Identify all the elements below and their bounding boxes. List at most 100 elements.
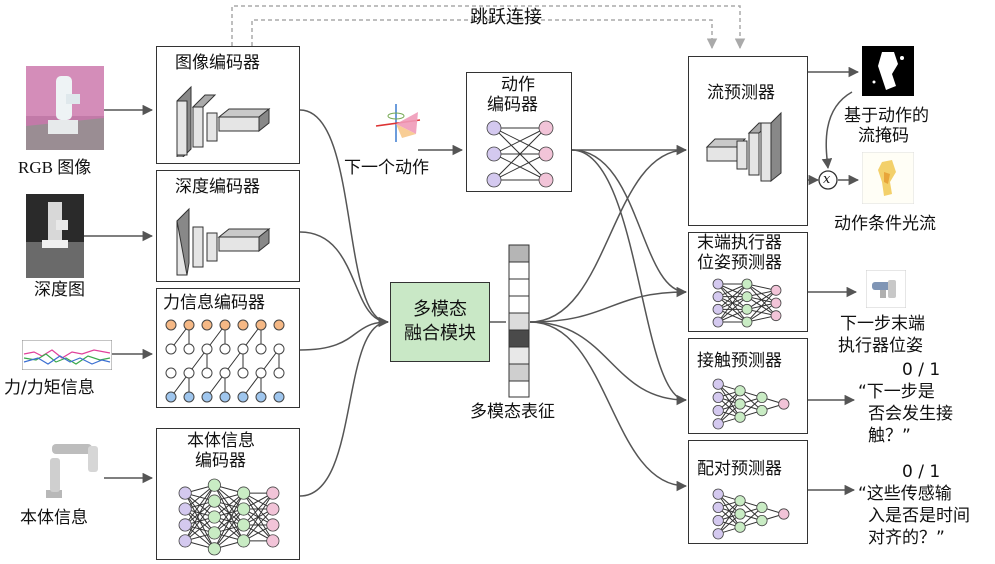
tcn-node bbox=[183, 367, 195, 379]
mlp-edge bbox=[243, 492, 274, 542]
ee-pose-thumbnail bbox=[866, 270, 906, 308]
tcn-node bbox=[255, 391, 267, 403]
force-signal-thumbnail bbox=[22, 340, 112, 370]
cnn-layers-icon bbox=[176, 207, 271, 276]
mlp-edge bbox=[717, 296, 748, 323]
mlp-node bbox=[734, 521, 746, 533]
tcn-node bbox=[237, 319, 249, 331]
tcn-node bbox=[255, 319, 267, 331]
tcn-node bbox=[219, 367, 231, 379]
mlp-edge bbox=[243, 508, 274, 542]
mlp-node bbox=[207, 494, 221, 508]
pair-output-value: 0 / 1 bbox=[902, 462, 941, 482]
mlp-node bbox=[734, 495, 746, 507]
mlp-node bbox=[207, 526, 221, 540]
ee-predictor-label-2: 位姿预测器 bbox=[697, 253, 782, 273]
mlp-node bbox=[712, 515, 724, 527]
cnn-layers-icon bbox=[705, 111, 782, 183]
mlp-edge bbox=[746, 289, 777, 323]
fusion-module-box: 多模态 融合模块 bbox=[390, 282, 490, 362]
flow-predictor-box: 流预测器 bbox=[688, 56, 808, 226]
tcn-node bbox=[201, 343, 213, 355]
tcn-node bbox=[201, 319, 213, 331]
mlp-node bbox=[712, 303, 724, 315]
mlp-network-icon bbox=[486, 120, 554, 188]
mlp-network-icon bbox=[178, 478, 280, 556]
mlp-node bbox=[712, 291, 724, 303]
mlp-edge bbox=[493, 127, 547, 155]
pair-question-2: 入是否是时间 bbox=[868, 506, 970, 526]
representation-label: 多模态表征 bbox=[470, 402, 555, 422]
mlp-node bbox=[237, 534, 251, 548]
mlp-node bbox=[756, 391, 768, 403]
tcn-node bbox=[165, 343, 177, 355]
contact-predictor-label: 接触预测器 bbox=[697, 351, 782, 371]
flow-predictor-label: 流预测器 bbox=[707, 83, 775, 103]
pair-question-3: 对齐的？” bbox=[868, 528, 945, 548]
mlp-node bbox=[741, 316, 753, 328]
mlp-node bbox=[207, 478, 221, 492]
proprio-encoder-box: 本体信息 编码器 bbox=[156, 428, 300, 560]
tcn-node bbox=[183, 319, 195, 331]
fusion-label-1: 多模态 bbox=[413, 299, 467, 320]
pair-question-1: “这些传感输 bbox=[858, 484, 952, 504]
mlp-node bbox=[712, 278, 724, 290]
mlp-node bbox=[778, 398, 790, 410]
skip-connection-arrow bbox=[231, 5, 746, 50]
tcn-node bbox=[201, 367, 213, 379]
tcn-node bbox=[237, 367, 249, 379]
tcn-node bbox=[237, 343, 249, 355]
mlp-node bbox=[734, 385, 746, 397]
representation-to-predictor-curves bbox=[529, 144, 688, 492]
multiply-node bbox=[818, 170, 838, 190]
mlp-node bbox=[712, 378, 724, 390]
mlp-edge bbox=[717, 500, 741, 535]
fusion-label-2: 融合模块 bbox=[404, 323, 476, 344]
mlp-network-icon bbox=[165, 319, 285, 403]
pairing-predictor-box: 配对预测器 bbox=[688, 440, 808, 544]
multimodal-representation-vector bbox=[508, 244, 530, 398]
proprio-encoder-label-1: 本体信息 bbox=[187, 431, 255, 451]
mlp-node bbox=[741, 291, 753, 303]
tcn-node bbox=[255, 367, 267, 379]
mlp-edge bbox=[184, 484, 215, 526]
mlp-edge bbox=[213, 508, 245, 550]
tcn-node bbox=[219, 319, 231, 331]
mlp-node bbox=[756, 515, 768, 527]
tcn-node bbox=[273, 391, 285, 403]
mlp-node bbox=[178, 502, 192, 516]
contact-question-2: 否会发生接 bbox=[868, 404, 953, 424]
tcn-node bbox=[273, 343, 285, 355]
force-encoder-box: 力信息编码器 bbox=[156, 288, 300, 408]
action-to-predictor-curves bbox=[571, 149, 687, 401]
cnn-layers-icon bbox=[176, 85, 271, 157]
pairing-predictor-label: 配对预测器 bbox=[697, 459, 782, 479]
mlp-edge bbox=[717, 283, 748, 323]
mlp-network-icon bbox=[712, 378, 790, 430]
depth-encoder-label: 深度编码器 bbox=[175, 177, 260, 197]
tcn-node bbox=[219, 343, 231, 355]
mlp-node bbox=[770, 310, 782, 322]
mlp-node bbox=[712, 501, 724, 513]
mlp-node bbox=[712, 488, 724, 500]
mlp-node bbox=[178, 534, 192, 548]
mlp-node bbox=[712, 405, 724, 417]
skip-connection-label: 跳跃连接 bbox=[470, 7, 542, 28]
contact-question-3: 触？” bbox=[868, 426, 911, 446]
mlp-node bbox=[207, 542, 221, 556]
flow-mask-thumbnail bbox=[862, 46, 914, 96]
mlp-node bbox=[178, 486, 192, 500]
mlp-node bbox=[712, 316, 724, 328]
tcn-node bbox=[183, 391, 195, 403]
mlp-edge bbox=[243, 492, 274, 526]
tcn-node bbox=[219, 391, 231, 403]
proprio-label: 本体信息 bbox=[20, 508, 88, 528]
mlp-node bbox=[538, 120, 554, 136]
rgb-image-label: RGB 图像 bbox=[18, 158, 92, 177]
action-encoder-box: 动作 编码器 bbox=[466, 72, 572, 192]
robot-arm-icon bbox=[48, 202, 62, 244]
tcn-node bbox=[255, 343, 267, 355]
tcn-node bbox=[165, 319, 177, 331]
mlp-node bbox=[486, 172, 502, 188]
mlp-node bbox=[486, 146, 502, 162]
